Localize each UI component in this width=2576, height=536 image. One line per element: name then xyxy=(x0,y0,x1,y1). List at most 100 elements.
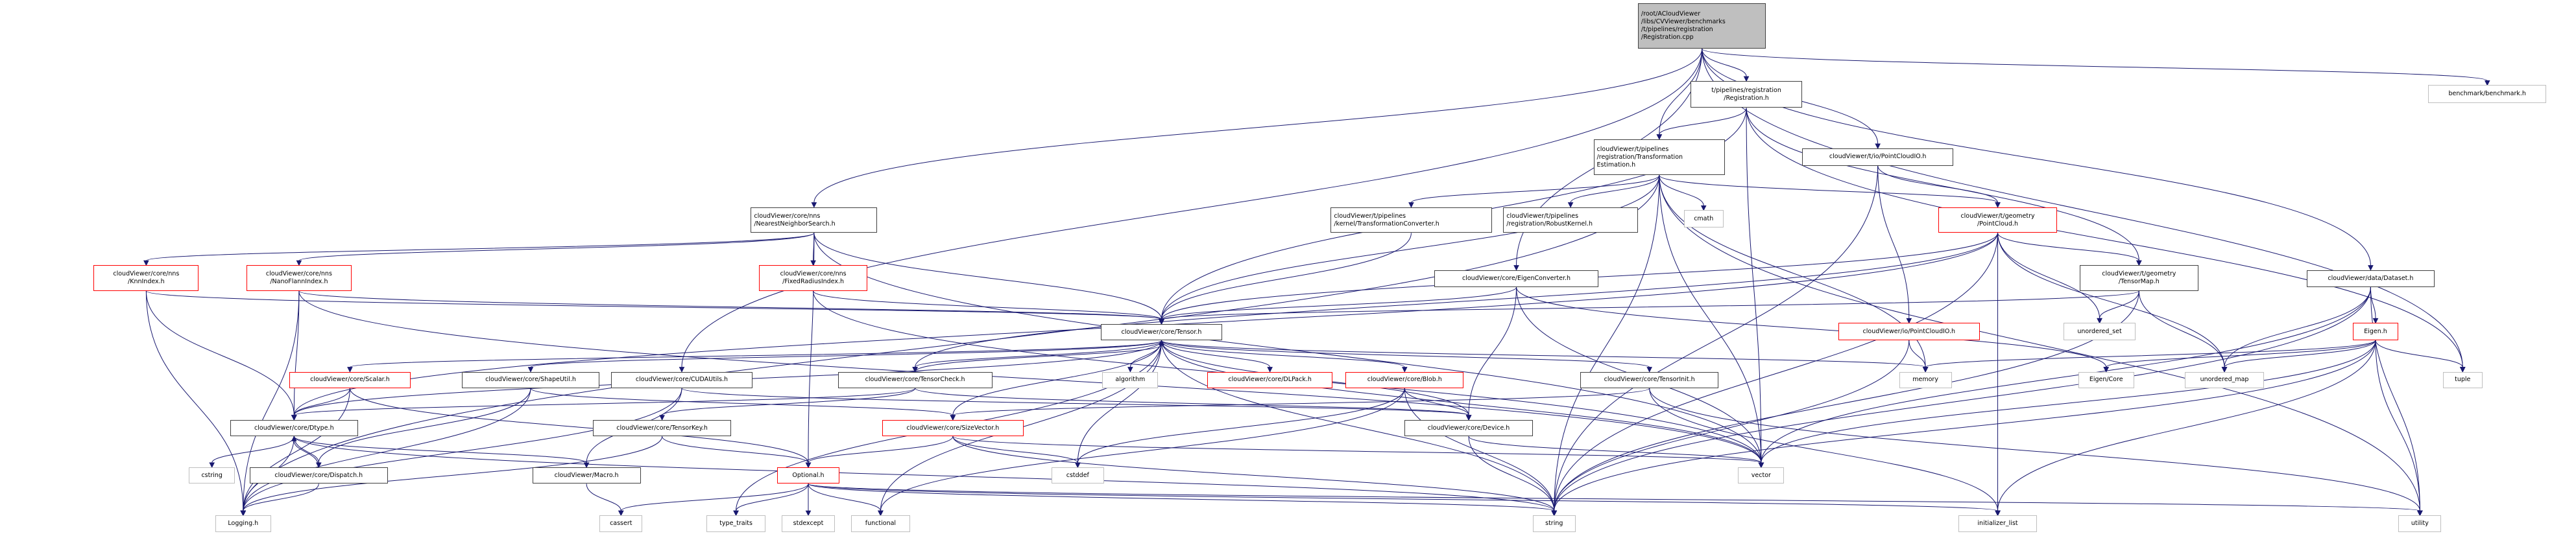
node-label: cloudViewer/core/Tensor.h xyxy=(1121,328,1202,336)
edge-te_h-to-string xyxy=(1554,175,1660,511)
arrowhead-icon xyxy=(1567,202,1574,208)
edge-eigconv-to-eigcore xyxy=(1516,287,2107,367)
node-label: cstddef xyxy=(1066,471,1089,479)
edge-tensor-to-dlpack xyxy=(1161,340,1271,367)
node-tconv[interactable]: cloudViewer/t/pipelines /kernel/Transfor… xyxy=(1330,207,1492,233)
arrowhead-icon xyxy=(2484,80,2490,86)
edge-optional-to-cassert xyxy=(620,484,809,511)
edge-tensor-to-scalar xyxy=(349,340,1162,368)
edge-te_h-to-tconv xyxy=(1410,175,1660,204)
node-tmap[interactable]: cloudViewer/t/geometry /TensorMap.h xyxy=(2080,265,2198,291)
node-tinit[interactable]: cloudViewer/core/TensorInit.h xyxy=(1580,371,1718,389)
edge-nano-to-dtype xyxy=(293,291,300,415)
node-robust[interactable]: cloudViewer/t/pipelines /registration/Ro… xyxy=(1503,207,1638,233)
arrowhead-icon xyxy=(950,415,956,421)
arrowhead-icon xyxy=(1408,202,1414,208)
edge-nano-to-logging xyxy=(243,291,300,511)
edge-eigconv-to-device xyxy=(1468,287,1517,415)
node-blob[interactable]: cloudViewer/core/Blob.h xyxy=(1345,371,1464,389)
edge-knn-to-tensor xyxy=(145,290,1162,320)
node-shape[interactable]: cloudViewer/core/ShapeUtil.h xyxy=(461,371,600,389)
node-tcheck[interactable]: cloudViewer/core/TensorCheck.h xyxy=(837,371,993,389)
node-label: cassert xyxy=(610,519,632,527)
node-fixed[interactable]: cloudViewer/core/nns /FixedRadiusIndex.h xyxy=(759,265,868,291)
node-dtype[interactable]: cloudViewer/core/Dtype.h xyxy=(230,419,359,437)
edge-eigconv-to-tensor xyxy=(1161,286,1517,320)
edge-nano-to-vector xyxy=(298,291,1762,463)
node-label: cloudViewer/core/Device.h xyxy=(1427,424,1510,432)
node-dataset[interactable]: cloudViewer/data/Dataset.h xyxy=(2306,270,2435,288)
edge-tpcio-to-string xyxy=(1554,165,1879,511)
arrowhead-icon xyxy=(2103,367,2110,373)
node-dlpack[interactable]: cloudViewer/core/DLPack.h xyxy=(1207,371,1332,389)
node-nns[interactable]: cloudViewer/core/nns /NearestNeighborSea… xyxy=(751,207,878,233)
edge-nns-to-nano xyxy=(298,233,815,261)
node-tensor[interactable]: cloudViewer/core/Tensor.h xyxy=(1100,323,1223,341)
node-label: utility xyxy=(2411,519,2429,527)
node-cuda[interactable]: cloudViewer/core/CUDAUtils.h xyxy=(611,371,752,389)
arrowhead-icon xyxy=(659,415,665,421)
node-label: cloudViewer/core/CUDAUtils.h xyxy=(635,376,728,384)
edge-tensor-to-tcheck xyxy=(915,340,1162,368)
node-root[interactable]: /root/ACloudViewer /libs/CVViewer/benchm… xyxy=(1637,3,1766,49)
node-label: cloudViewer/core/TensorInit.h xyxy=(1604,376,1695,384)
edge-tcheck-to-tensor xyxy=(915,344,1162,373)
arrowhead-icon xyxy=(1551,510,1558,517)
edge-tmap-to-tensor xyxy=(1161,290,2139,320)
node-logging: Logging.h xyxy=(215,515,271,532)
node-te-h[interactable]: cloudViewer/t/pipelines /registration/Tr… xyxy=(1593,139,1726,176)
node-knn[interactable]: cloudViewer/core/nns /KnnIndex.h xyxy=(93,265,199,291)
node-reg-h[interactable]: t/pipelines/registration /Registration.h xyxy=(1690,81,1803,108)
edge-sizevec-to-vector xyxy=(952,436,1762,463)
node-optional[interactable]: Optional.h xyxy=(776,467,840,484)
node-label: Eigen.h xyxy=(2364,327,2387,335)
edge-te_h-to-utility xyxy=(1659,175,2420,511)
edge-optional-to-utility xyxy=(808,483,2420,511)
node-eigconv[interactable]: cloudViewer/core/EigenConverter.h xyxy=(1434,270,1599,288)
edge-tconv-to-tensor xyxy=(1161,233,1412,320)
node-device[interactable]: cloudViewer/core/Device.h xyxy=(1404,419,1533,437)
node-label: string xyxy=(1545,519,1563,527)
edge-root-to-tuple xyxy=(1702,49,2463,367)
arrowhead-icon xyxy=(2417,510,2423,517)
node-label: cloudViewer/core/TensorKey.h xyxy=(616,424,708,432)
node-label: functional xyxy=(865,519,897,527)
arrowhead-icon xyxy=(1906,318,1912,324)
arrowhead-icon xyxy=(805,462,812,469)
edge-scalar-to-logging xyxy=(243,388,350,511)
node-iopcio[interactable]: cloudViewer/io/PointCloudIO.h xyxy=(1838,323,1980,340)
edge-shape-to-sizevec xyxy=(530,388,954,416)
edge-dispatch-to-logging xyxy=(243,484,319,511)
node-nano[interactable]: cloudViewer/core/nns /NanoFlannIndex.h xyxy=(246,265,352,291)
edge-tpcio-to-iopcio xyxy=(1877,165,1910,319)
edge-tinit-to-initlist xyxy=(1649,388,1999,511)
node-label: cloudViewer/Macro.h xyxy=(554,471,619,479)
node-eigen[interactable]: Eigen.h xyxy=(2352,323,2399,340)
arrowhead-icon xyxy=(2372,318,2379,324)
edge-tpc-to-uset xyxy=(1997,233,2101,319)
node-eigcore: Eigen/Core xyxy=(2078,371,2134,389)
node-tpcio[interactable]: cloudViewer/t/io/PointCloudIO.h xyxy=(1802,148,1954,166)
edge-sizevec-to-optional xyxy=(808,436,954,463)
edge-fixed-to-tensor xyxy=(813,290,1162,320)
node-scalar[interactable]: cloudViewer/core/Scalar.h xyxy=(289,371,411,389)
arrowhead-icon xyxy=(811,202,817,208)
edge-te_h-to-robust xyxy=(1570,175,1660,203)
node-tpc[interactable]: cloudViewer/t/geometry /PointCloud.h xyxy=(1938,207,2057,233)
arrowhead-icon xyxy=(733,510,739,517)
node-dispatch[interactable]: cloudViewer/core/Dispatch.h xyxy=(249,467,388,484)
edge-root-to-te_h xyxy=(1659,49,1703,135)
node-sizevec[interactable]: cloudViewer/core/SizeVector.h xyxy=(882,419,1024,437)
edge-cuda-to-logging xyxy=(243,388,682,511)
edge-tmap-to-umap xyxy=(2138,291,2225,367)
edge-device-to-vector xyxy=(1468,436,1762,463)
node-label: /root/ACloudViewer /libs/CVViewer/benchm… xyxy=(1641,10,1726,41)
node-macro[interactable]: cloudViewer/Macro.h xyxy=(532,467,641,484)
arrowhead-icon xyxy=(1875,143,1881,150)
edge-reg_h-to-vector xyxy=(1746,108,1762,463)
node-tkey[interactable]: cloudViewer/core/TensorKey.h xyxy=(593,419,731,437)
arrowhead-icon xyxy=(583,462,590,469)
edge-tinit-to-utility xyxy=(1649,388,2420,511)
edge-tkey-to-logging xyxy=(243,436,663,511)
node-initlist: initializer_list xyxy=(1958,515,2038,532)
